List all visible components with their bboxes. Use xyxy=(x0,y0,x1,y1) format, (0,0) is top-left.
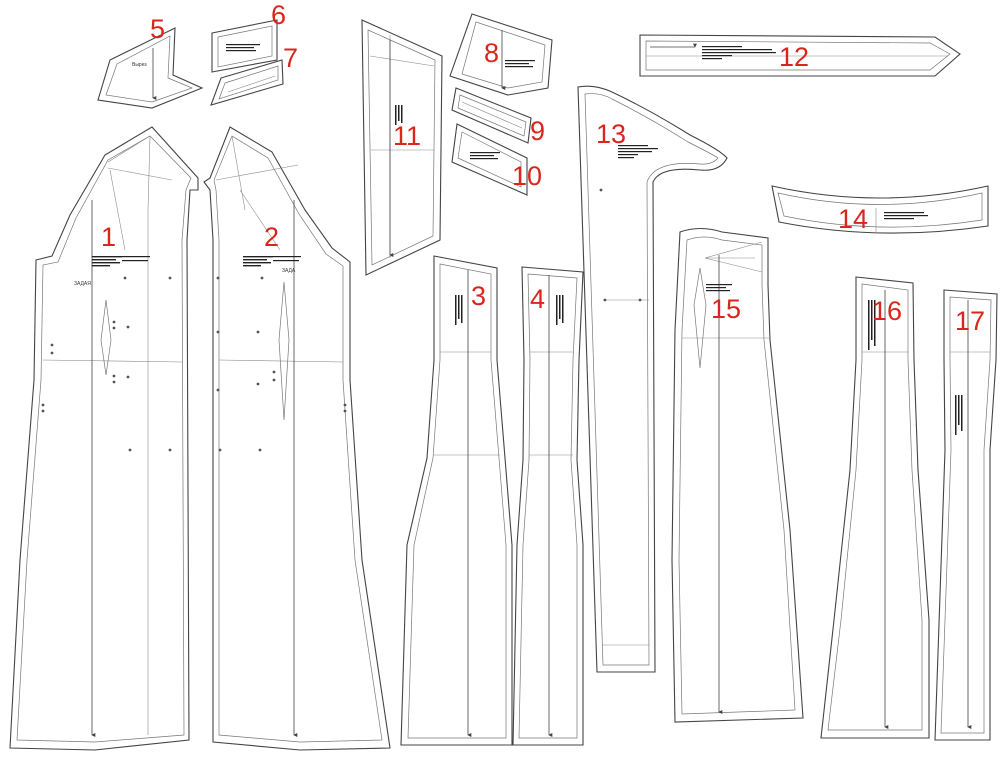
piece-6: 6 xyxy=(211,0,286,73)
piece-10-number: 10 xyxy=(512,161,542,191)
piece-info-block xyxy=(556,295,564,325)
piece-2: ЗАДА 2 xyxy=(203,126,391,751)
piece-info-block xyxy=(470,152,500,160)
piece-5: Вырез 5 xyxy=(97,14,204,109)
piece-9-number: 9 xyxy=(530,116,545,146)
piece-info-block xyxy=(884,212,928,220)
piece-8-number: 8 xyxy=(484,38,499,68)
piece-12: 12 xyxy=(639,34,961,77)
piece-10: 10 xyxy=(451,123,542,196)
piece-12-number: 12 xyxy=(779,42,809,72)
piece-2-number: 2 xyxy=(264,222,279,252)
piece-7-number: 7 xyxy=(283,43,298,73)
piece-14-number: 14 xyxy=(838,204,868,234)
notch-dots xyxy=(599,188,642,302)
piece-1-label: ЗАДАЯ xyxy=(74,281,91,287)
piece-1-number: 1 xyxy=(101,222,116,252)
piece-8: 8 xyxy=(449,13,553,96)
piece-5-label: Вырез xyxy=(132,62,147,68)
piece-2-label: ЗАДА xyxy=(282,268,296,274)
piece-info-block xyxy=(955,395,963,435)
notch-dots xyxy=(216,276,347,452)
piece-6-number: 6 xyxy=(271,0,286,30)
piece-info-block xyxy=(505,60,535,68)
piece-3: 3 xyxy=(400,255,513,746)
piece-17-number: 17 xyxy=(955,306,985,336)
piece-13: 13 xyxy=(577,85,728,673)
piece-9: 9 xyxy=(451,87,545,146)
piece-17: 17 xyxy=(934,289,998,741)
piece-11: 11 xyxy=(361,19,443,276)
piece-5-number: 5 xyxy=(150,14,165,44)
piece-1: ЗАДАЯ 1 xyxy=(9,126,199,751)
piece-info-block xyxy=(395,105,403,125)
piece-7: 7 xyxy=(210,43,298,106)
notch-dots xyxy=(41,276,172,452)
piece-info-block xyxy=(92,256,150,267)
piece-info-block xyxy=(618,145,658,159)
piece-info-block xyxy=(243,256,301,267)
piece-11-number: 11 xyxy=(393,121,421,151)
piece-15-number: 15 xyxy=(711,294,741,324)
piece-16-number: 16 xyxy=(872,296,902,326)
piece-info-block xyxy=(455,295,463,325)
piece-info-block xyxy=(868,300,876,350)
piece-info-block xyxy=(702,46,776,60)
piece-13-number: 13 xyxy=(596,119,626,149)
piece-14: 14 xyxy=(771,185,989,234)
piece-info-block xyxy=(226,44,260,52)
piece-16: 16 xyxy=(820,276,930,739)
piece-3-number: 3 xyxy=(471,281,486,311)
piece-info-block xyxy=(706,284,732,292)
piece-4: 4 xyxy=(512,266,584,746)
piece-4-number: 4 xyxy=(530,284,545,314)
piece-15: 15 xyxy=(671,227,804,723)
